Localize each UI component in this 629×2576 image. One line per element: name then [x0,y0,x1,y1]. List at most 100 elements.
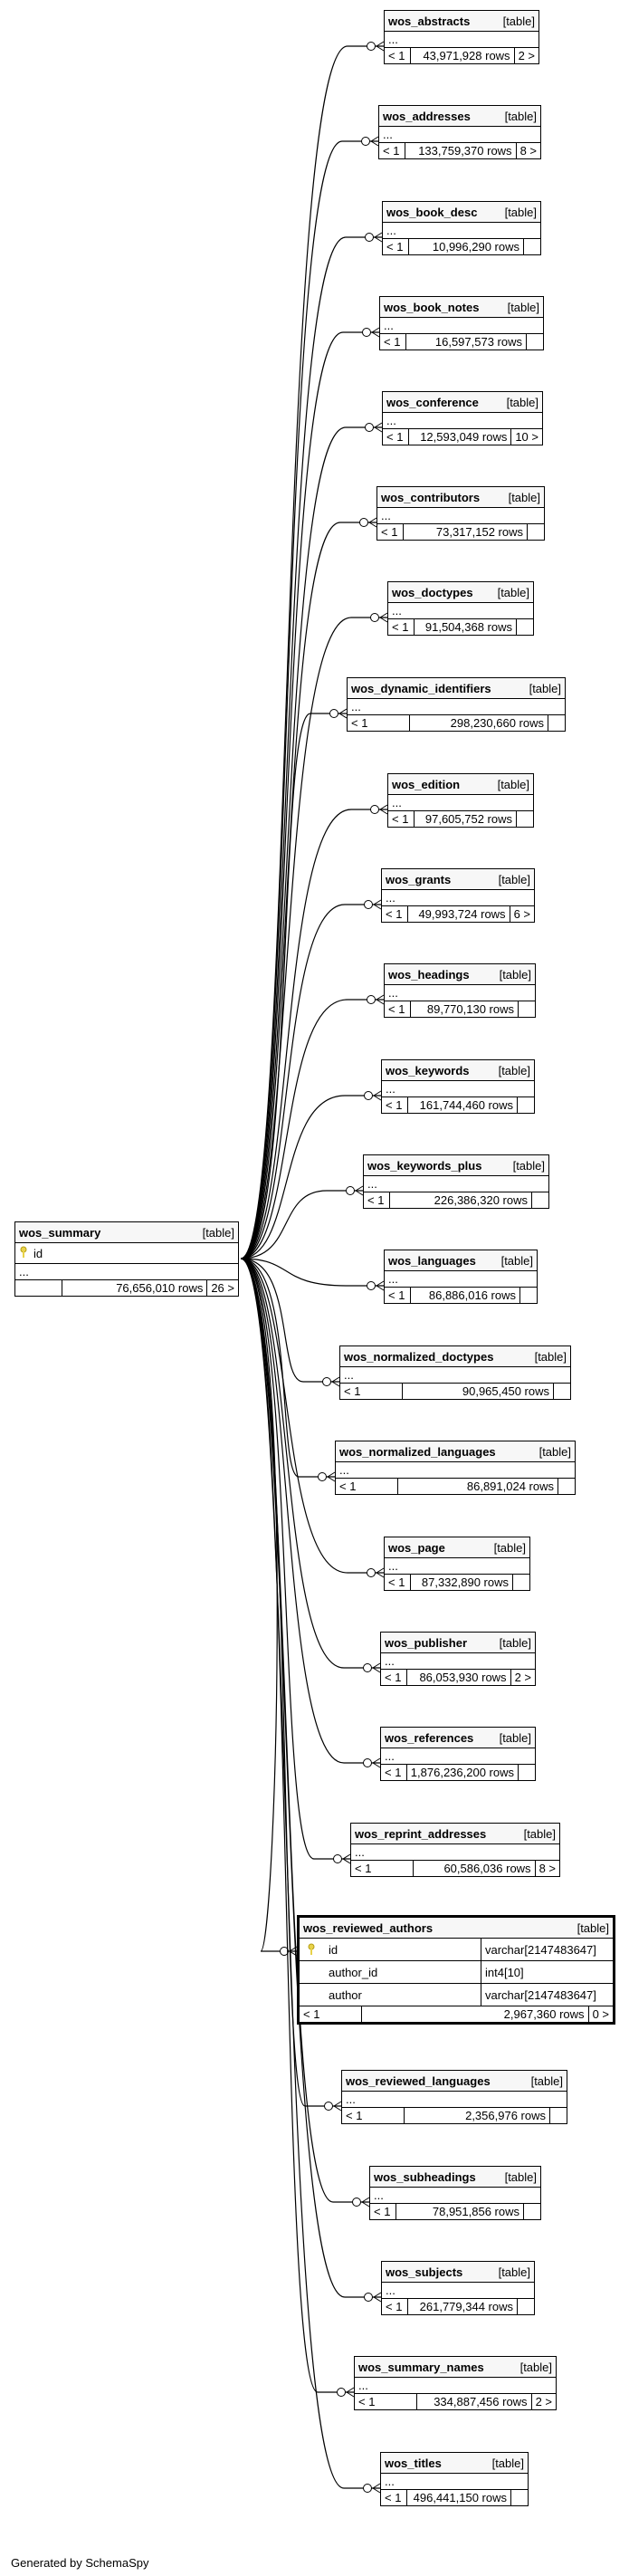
relationship-line [240,809,387,1259]
row-count: 161,744,460 rows [408,1097,518,1113]
relationship-line [240,1258,380,1669]
table-header: wos_book_desc[table] [383,202,540,223]
table-kind: [table] [504,109,537,123]
row-count: 10,996,290 rows [409,239,524,254]
many-marker [346,2387,355,2398]
table-kind: [table] [519,2360,552,2374]
relationship-line [240,1258,384,1287]
table-kind: [table] [499,1635,531,1650]
row-count: 86,053,930 rows [407,1670,511,1685]
table-header: wos_addresses[table] [379,106,540,127]
many-marker [379,804,388,815]
relationship-line [240,426,382,1259]
many-marker [374,422,383,433]
row-count: 12,593,049 rows [409,429,512,445]
row-count: 89,770,130 rows [411,1001,519,1017]
parents-count: < 1 [382,906,408,922]
table-name: wos_subheadings [374,2169,476,2184]
relationship-line [240,1095,381,1259]
table-header: wos_subheadings[table] [370,2167,540,2188]
table-kind: [table] [497,585,529,599]
parents-count: < 1 [300,2006,362,2022]
row-count: 87,332,890 rows [411,1575,513,1590]
table-kind: [table] [498,1063,530,1077]
parents-count: < 1 [385,48,411,63]
table-kind: [table] [498,2265,530,2279]
table-header: wos_abstracts[table] [385,11,538,32]
parents-count: < 1 [383,239,409,254]
parents-count: < 1 [381,1765,407,1780]
parents-count: < 1 [355,2394,417,2409]
optional-marker [363,1663,372,1672]
row-count: 86,886,016 rows [411,1288,520,1303]
table-name: wos_subjects [386,2265,463,2279]
table-header: wos_reprint_addresses[table] [351,1824,559,1844]
table-wos-summary[interactable]: wos_summary [table] id ... 76,656,010 ro… [14,1221,239,1297]
relationship-line [240,1258,381,2298]
more-columns-ellipsis: ... [342,2092,567,2108]
parents-count: < 1 [370,2204,396,2219]
more-columns-ellipsis: ... [336,1462,575,1479]
parents-count: < 1 [385,1288,411,1303]
children-count [550,2108,567,2123]
column-name: id [33,1246,43,1260]
children-count [517,619,533,635]
optional-marker [370,613,379,622]
more-columns-ellipsis: ... [382,2283,534,2299]
optional-marker [337,2388,346,2397]
many-marker [338,708,348,719]
many-marker [333,2101,342,2112]
table-name: wos_reprint_addresses [355,1826,487,1841]
table-kind: [table] [538,1444,571,1459]
many-marker [372,1662,381,1673]
row-count: 298,230,660 rows [410,715,548,731]
parents-count: < 1 [379,143,405,158]
optional-marker [363,2484,372,2493]
optional-marker [322,1377,331,1386]
table-header: wos_doctypes[table] [388,582,533,603]
row-count: 97,605,752 rows [415,811,517,827]
children-count: 6 > [513,907,530,921]
table-header: wos_page[table] [385,1537,529,1558]
many-marker [372,2483,381,2494]
children-count [558,1479,575,1494]
many-marker [361,2197,370,2207]
more-columns-ellipsis: ... [382,1081,534,1097]
children-count [524,2204,540,2219]
parents-count: < 1 [388,811,415,827]
table-kind: [table] [500,1253,533,1268]
parents-count: < 1 [364,1192,390,1208]
